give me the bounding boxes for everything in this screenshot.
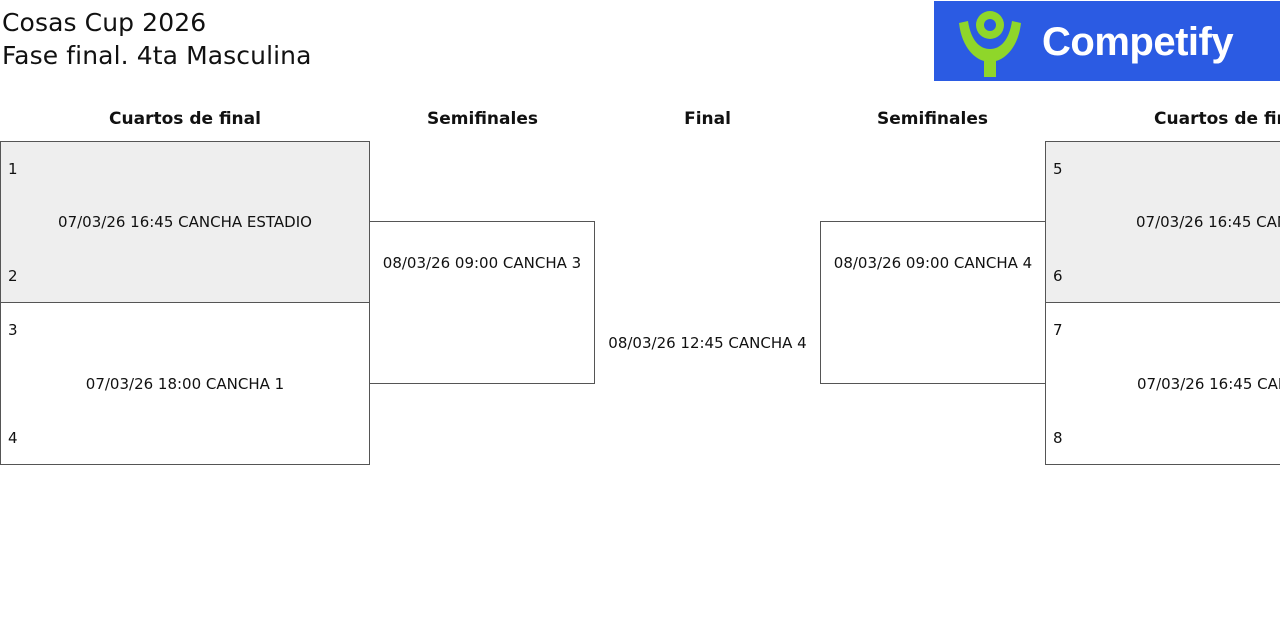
competify-logo: Competify [934, 1, 1280, 81]
round-header-final: Final [684, 109, 731, 129]
round-header-right-quarterfinals: Cuartos de final [1154, 109, 1280, 129]
seed-label: 6 [1053, 267, 1063, 285]
match-schedule: 07/03/26 16:45 CANCHA [1136, 213, 1280, 231]
seed-label: 3 [8, 321, 18, 339]
match-schedule: 07/03/26 16:45 CANCHA ESTADIO [58, 213, 312, 231]
phase-subtitle: Fase final. 4ta Masculina [2, 41, 312, 70]
match-semifinal-1[interactable]: 08/03/26 09:00 CANCHA 3 [369, 221, 595, 384]
seed-label: 4 [8, 429, 18, 447]
match-quarterfinal-4[interactable]: 7 07/03/26 16:45 CANCHA 8 [1045, 302, 1280, 465]
match-quarterfinal-2[interactable]: 3 07/03/26 18:00 CANCHA 1 4 [0, 302, 370, 465]
round-header-right-semifinals: Semifinales [877, 109, 988, 129]
match-schedule: 07/03/26 18:00 CANCHA 1 [85, 375, 285, 393]
seed-label: 1 [8, 160, 18, 178]
person-icon [959, 11, 1021, 77]
logo-wordmark: Competify [1042, 20, 1234, 64]
match-semifinal-2[interactable]: 08/03/26 09:00 CANCHA 4 [820, 221, 1046, 384]
match-schedule: 08/03/26 09:00 CANCHA 4 [833, 254, 1033, 272]
match-final[interactable]: 08/03/26 12:45 CANCHA 4 [608, 334, 807, 352]
round-header-left-quarterfinals: Cuartos de final [109, 109, 261, 129]
match-quarterfinal-1[interactable]: 1 07/03/26 16:45 CANCHA ESTADIO 2 [0, 141, 370, 303]
seed-label: 2 [8, 267, 18, 285]
seed-label: 7 [1053, 321, 1063, 339]
tournament-title: Cosas Cup 2026 [2, 8, 207, 37]
seed-label: 8 [1053, 429, 1063, 447]
match-schedule: 07/03/26 16:45 CANCHA [1137, 375, 1280, 393]
seed-label: 5 [1053, 160, 1063, 178]
match-schedule: 08/03/26 09:00 CANCHA 3 [382, 254, 582, 272]
round-header-left-semifinals: Semifinales [427, 109, 538, 129]
match-quarterfinal-3[interactable]: 5 07/03/26 16:45 CANCHA 6 [1045, 141, 1280, 303]
